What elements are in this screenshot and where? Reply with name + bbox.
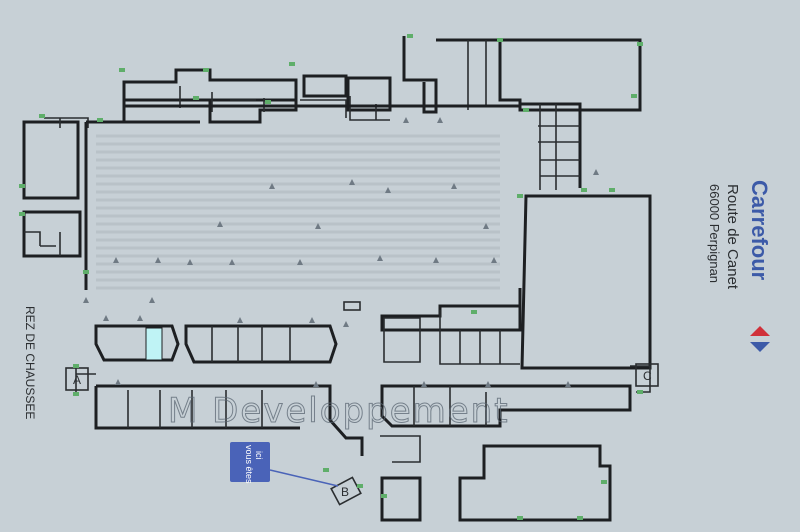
- direction-arrow-icon: [149, 297, 155, 303]
- exit-marker: [517, 516, 523, 520]
- brand-name: Carrefour: [747, 180, 772, 281]
- you-are-here-line2: ici: [254, 451, 264, 460]
- direction-arrow-icon: [421, 381, 427, 387]
- entrance-a-label: A: [73, 373, 81, 387]
- exit-marker: [73, 392, 79, 396]
- brand-address-line1: Route de Canet: [724, 184, 741, 290]
- direction-arrow-icon: [349, 179, 355, 185]
- direction-arrow-icon: [297, 259, 303, 265]
- exit-marker: [517, 194, 523, 198]
- highlighted-shop-unit: [145, 327, 163, 361]
- entrance-a[interactable]: A: [65, 367, 89, 391]
- direction-arrow-icon: [403, 117, 409, 123]
- direction-arrow-icon: [483, 223, 489, 229]
- exit-marker: [73, 364, 79, 368]
- direction-arrow-icon: [309, 317, 315, 323]
- entrance-c-label: C: [643, 369, 652, 383]
- exit-marker: [97, 118, 103, 122]
- entrance-b-label: B: [341, 485, 349, 499]
- exit-marker: [471, 310, 477, 314]
- carrefour-logo-icon: [750, 326, 770, 352]
- exit-marker: [609, 188, 615, 192]
- exit-marker: [581, 188, 587, 192]
- exit-marker: [497, 38, 503, 42]
- direction-arrow-icon: [377, 255, 383, 261]
- arrow-markers: [83, 117, 599, 387]
- exit-marker: [601, 480, 607, 484]
- mall-units: [75, 301, 651, 522]
- exit-marker: [19, 212, 25, 216]
- direction-arrow-icon: [137, 315, 143, 321]
- exit-marker: [323, 468, 329, 472]
- floor-label: REZ DE CHAUSSEE: [23, 306, 37, 419]
- direction-arrow-icon: [269, 183, 275, 189]
- entrance-c[interactable]: C: [635, 363, 659, 387]
- direction-arrow-icon: [115, 379, 121, 385]
- store-branding: Carrefour Route de Canet 66000 Perpignan: [707, 180, 772, 352]
- exit-marker: [631, 94, 637, 98]
- exit-marker: [39, 114, 45, 118]
- direction-arrow-icon: [485, 381, 491, 387]
- direction-arrow-icon: [343, 321, 349, 327]
- direction-arrow-icon: [451, 183, 457, 189]
- you-are-here-line1: vous êtes: [244, 445, 254, 484]
- direction-arrow-icon: [313, 381, 319, 387]
- brand-address-line2: 66000 Perpignan: [707, 184, 722, 283]
- entrance-b[interactable]: B: [330, 476, 362, 506]
- direction-arrow-icon: [433, 257, 439, 263]
- direction-arrow-icon: [113, 257, 119, 263]
- direction-arrow-icon: [491, 257, 497, 263]
- hypermarket-outline: [84, 102, 652, 370]
- exit-marker: [357, 484, 363, 488]
- exit-marker: [203, 68, 209, 72]
- direction-arrow-icon: [155, 257, 161, 263]
- direction-arrow-icon: [385, 187, 391, 193]
- direction-arrow-icon: [593, 169, 599, 175]
- door-markers: [19, 34, 643, 520]
- direction-arrow-icon: [83, 297, 89, 303]
- direction-arrow-icon: [565, 381, 571, 387]
- exit-marker: [523, 108, 529, 112]
- direction-arrow-icon: [217, 221, 223, 227]
- watermark: M Developpement: [168, 391, 510, 431]
- left-annex-buildings: [22, 117, 89, 258]
- exit-marker: [265, 100, 271, 104]
- exit-marker: [289, 62, 295, 66]
- exit-marker: [381, 494, 387, 498]
- direction-arrow-icon: [437, 117, 443, 123]
- exit-marker: [83, 270, 89, 274]
- direction-arrow-icon: [229, 259, 235, 265]
- direction-arrow-icon: [237, 317, 243, 323]
- exit-marker: [193, 96, 199, 100]
- exit-marker: [637, 42, 643, 46]
- you-are-here-marker[interactable]: vous êtes ici: [230, 442, 339, 487]
- exit-marker: [637, 390, 643, 394]
- direction-arrow-icon: [187, 259, 193, 265]
- shelving-aisles: [96, 134, 500, 290]
- exit-marker: [119, 68, 125, 72]
- exit-marker: [407, 34, 413, 38]
- back-office-area: [122, 36, 642, 124]
- direction-arrow-icon: [103, 315, 109, 321]
- exit-marker: [19, 184, 25, 188]
- exit-marker: [577, 516, 583, 520]
- direction-arrow-icon: [315, 223, 321, 229]
